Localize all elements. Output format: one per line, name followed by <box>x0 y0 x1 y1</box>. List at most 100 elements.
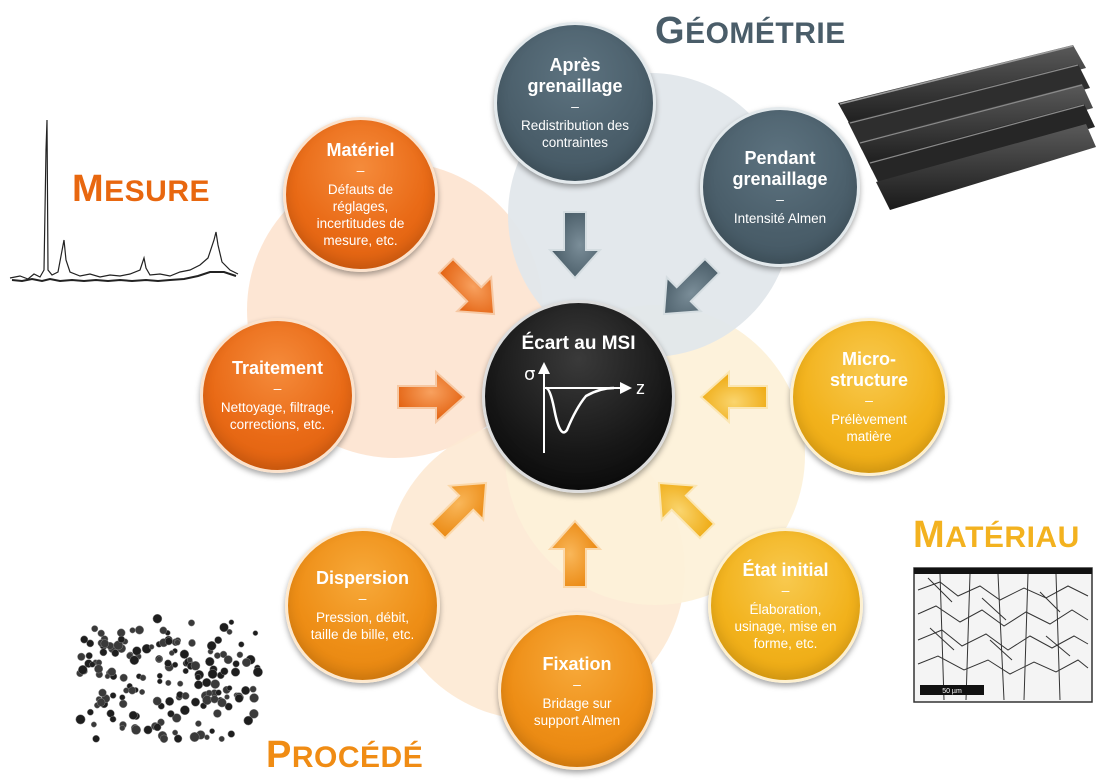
node-microstructure-desc: Prélèvement matière <box>831 412 907 444</box>
shot-ball <box>148 644 155 650</box>
node-traitement-title: Traitement <box>231 358 324 378</box>
shot-ball <box>210 695 219 704</box>
shot-ball <box>190 661 201 671</box>
shot-ball <box>152 613 163 624</box>
shot-ball <box>85 652 93 660</box>
shot-ball <box>153 723 162 732</box>
shot-ball <box>181 692 190 700</box>
micrograph-scale-label: 50 µm <box>942 688 962 695</box>
shot-ball <box>89 661 96 668</box>
shot-ball <box>97 629 105 637</box>
shot-ball <box>186 657 193 663</box>
shot-ball <box>156 672 163 679</box>
shot-ball <box>252 667 263 678</box>
node-apres-grenaillage: Après grenaillage – Redistribution des c… <box>494 22 656 184</box>
node-apres-title: Après grenaillage <box>527 55 623 96</box>
shot-ball <box>188 639 196 647</box>
shot-ball <box>156 656 163 663</box>
node-microstructure-title: Micro-structure <box>829 349 909 390</box>
shot-ball <box>91 625 99 633</box>
shot-ball <box>204 734 210 741</box>
node-fixation-dash: – <box>573 675 581 692</box>
shot-ball <box>223 655 233 665</box>
micrograph-image: 50 µm <box>913 567 1093 703</box>
node-center-ecart-msi: Écart au MSI σ z <box>482 300 675 493</box>
shot-ball <box>172 729 179 736</box>
shot-ball <box>116 628 126 638</box>
category-materiau-label: MATÉRIAU <box>913 514 1080 556</box>
shot-ball <box>75 714 86 725</box>
category-mesure-label: MESURE <box>72 168 211 210</box>
node-pendant-desc: Intensité Almen <box>733 210 827 226</box>
shot-ball <box>152 696 162 706</box>
arrow-geometrie-1 <box>547 211 603 280</box>
node-traitement-desc: Nettoyage, filtrage, corrections, etc. <box>220 400 335 432</box>
shot-ball <box>129 627 136 634</box>
shot-ball <box>90 721 97 728</box>
node-etat-initial-desc: Élaboration, usinage, mise en forme, etc… <box>734 601 837 651</box>
shot-ball <box>109 692 117 699</box>
shot-ball <box>173 734 183 743</box>
node-microstructure: Micro-structure – Prélèvement matière <box>790 318 948 476</box>
shot-ball <box>191 697 200 707</box>
shot-ball <box>94 664 104 674</box>
node-fixation-desc: Bridage sur support Almen <box>533 695 621 728</box>
shot-ball <box>80 635 89 644</box>
shot-ball <box>111 649 120 657</box>
shot-ball <box>177 680 184 687</box>
shot-ball <box>189 732 200 742</box>
shot-ball <box>109 715 117 723</box>
shot-ball <box>219 622 229 633</box>
shot-ball <box>78 665 88 675</box>
shot-balls-image <box>75 613 263 743</box>
axis-z-label: z <box>636 378 645 398</box>
shot-ball <box>157 678 163 685</box>
shot-ball <box>117 635 126 644</box>
shot-ball <box>131 725 141 735</box>
category-mesure: MESURE <box>72 168 210 211</box>
shot-ball <box>249 709 259 719</box>
shot-ball <box>143 725 153 735</box>
shot-ball <box>135 625 144 635</box>
shot-ball <box>188 619 195 627</box>
shot-ball <box>172 713 182 723</box>
node-materiel-dash: – <box>356 162 365 178</box>
shot-ball <box>226 685 233 691</box>
shot-ball <box>139 674 147 682</box>
axis-sigma-label: σ <box>524 364 535 385</box>
node-traitement-dash: – <box>273 380 282 396</box>
shot-ball <box>207 669 218 679</box>
shot-ball <box>98 688 107 697</box>
shot-ball <box>226 628 233 635</box>
shot-ball <box>218 735 225 742</box>
shot-ball <box>234 694 244 703</box>
shot-ball <box>214 636 223 644</box>
shot-ball <box>213 709 222 718</box>
center-title: Écart au MSI <box>521 333 636 354</box>
node-materiel-title: Matériel <box>326 140 395 160</box>
arrow-procede-1 <box>429 481 488 540</box>
node-fixation-title: Fixation <box>542 653 612 674</box>
node-materiel: Matériel – Défauts de réglages, incertit… <box>283 117 438 272</box>
shot-ball <box>205 656 215 667</box>
shot-ball <box>180 705 190 716</box>
shot-ball <box>129 655 140 665</box>
shot-ball <box>159 734 169 743</box>
shot-ball <box>128 686 137 695</box>
arrow-materiau-2 <box>699 369 768 425</box>
shot-ball <box>168 650 175 656</box>
stress-profile-graph: σ z <box>524 362 645 453</box>
node-apres-dash: – <box>571 98 579 114</box>
shot-ball <box>119 699 128 709</box>
almen-strips-image <box>838 45 1096 210</box>
shot-ball <box>241 686 251 695</box>
shot-ball <box>165 679 172 686</box>
shot-ball <box>132 646 142 656</box>
shot-ball <box>224 694 230 700</box>
node-apres-desc: Redistribution des contraintes <box>520 118 630 150</box>
node-dispersion: Dispersion – Pression, débit, taille de … <box>285 528 440 683</box>
shot-ball <box>165 696 175 706</box>
shot-ball <box>202 678 212 688</box>
shot-ball <box>202 695 212 705</box>
